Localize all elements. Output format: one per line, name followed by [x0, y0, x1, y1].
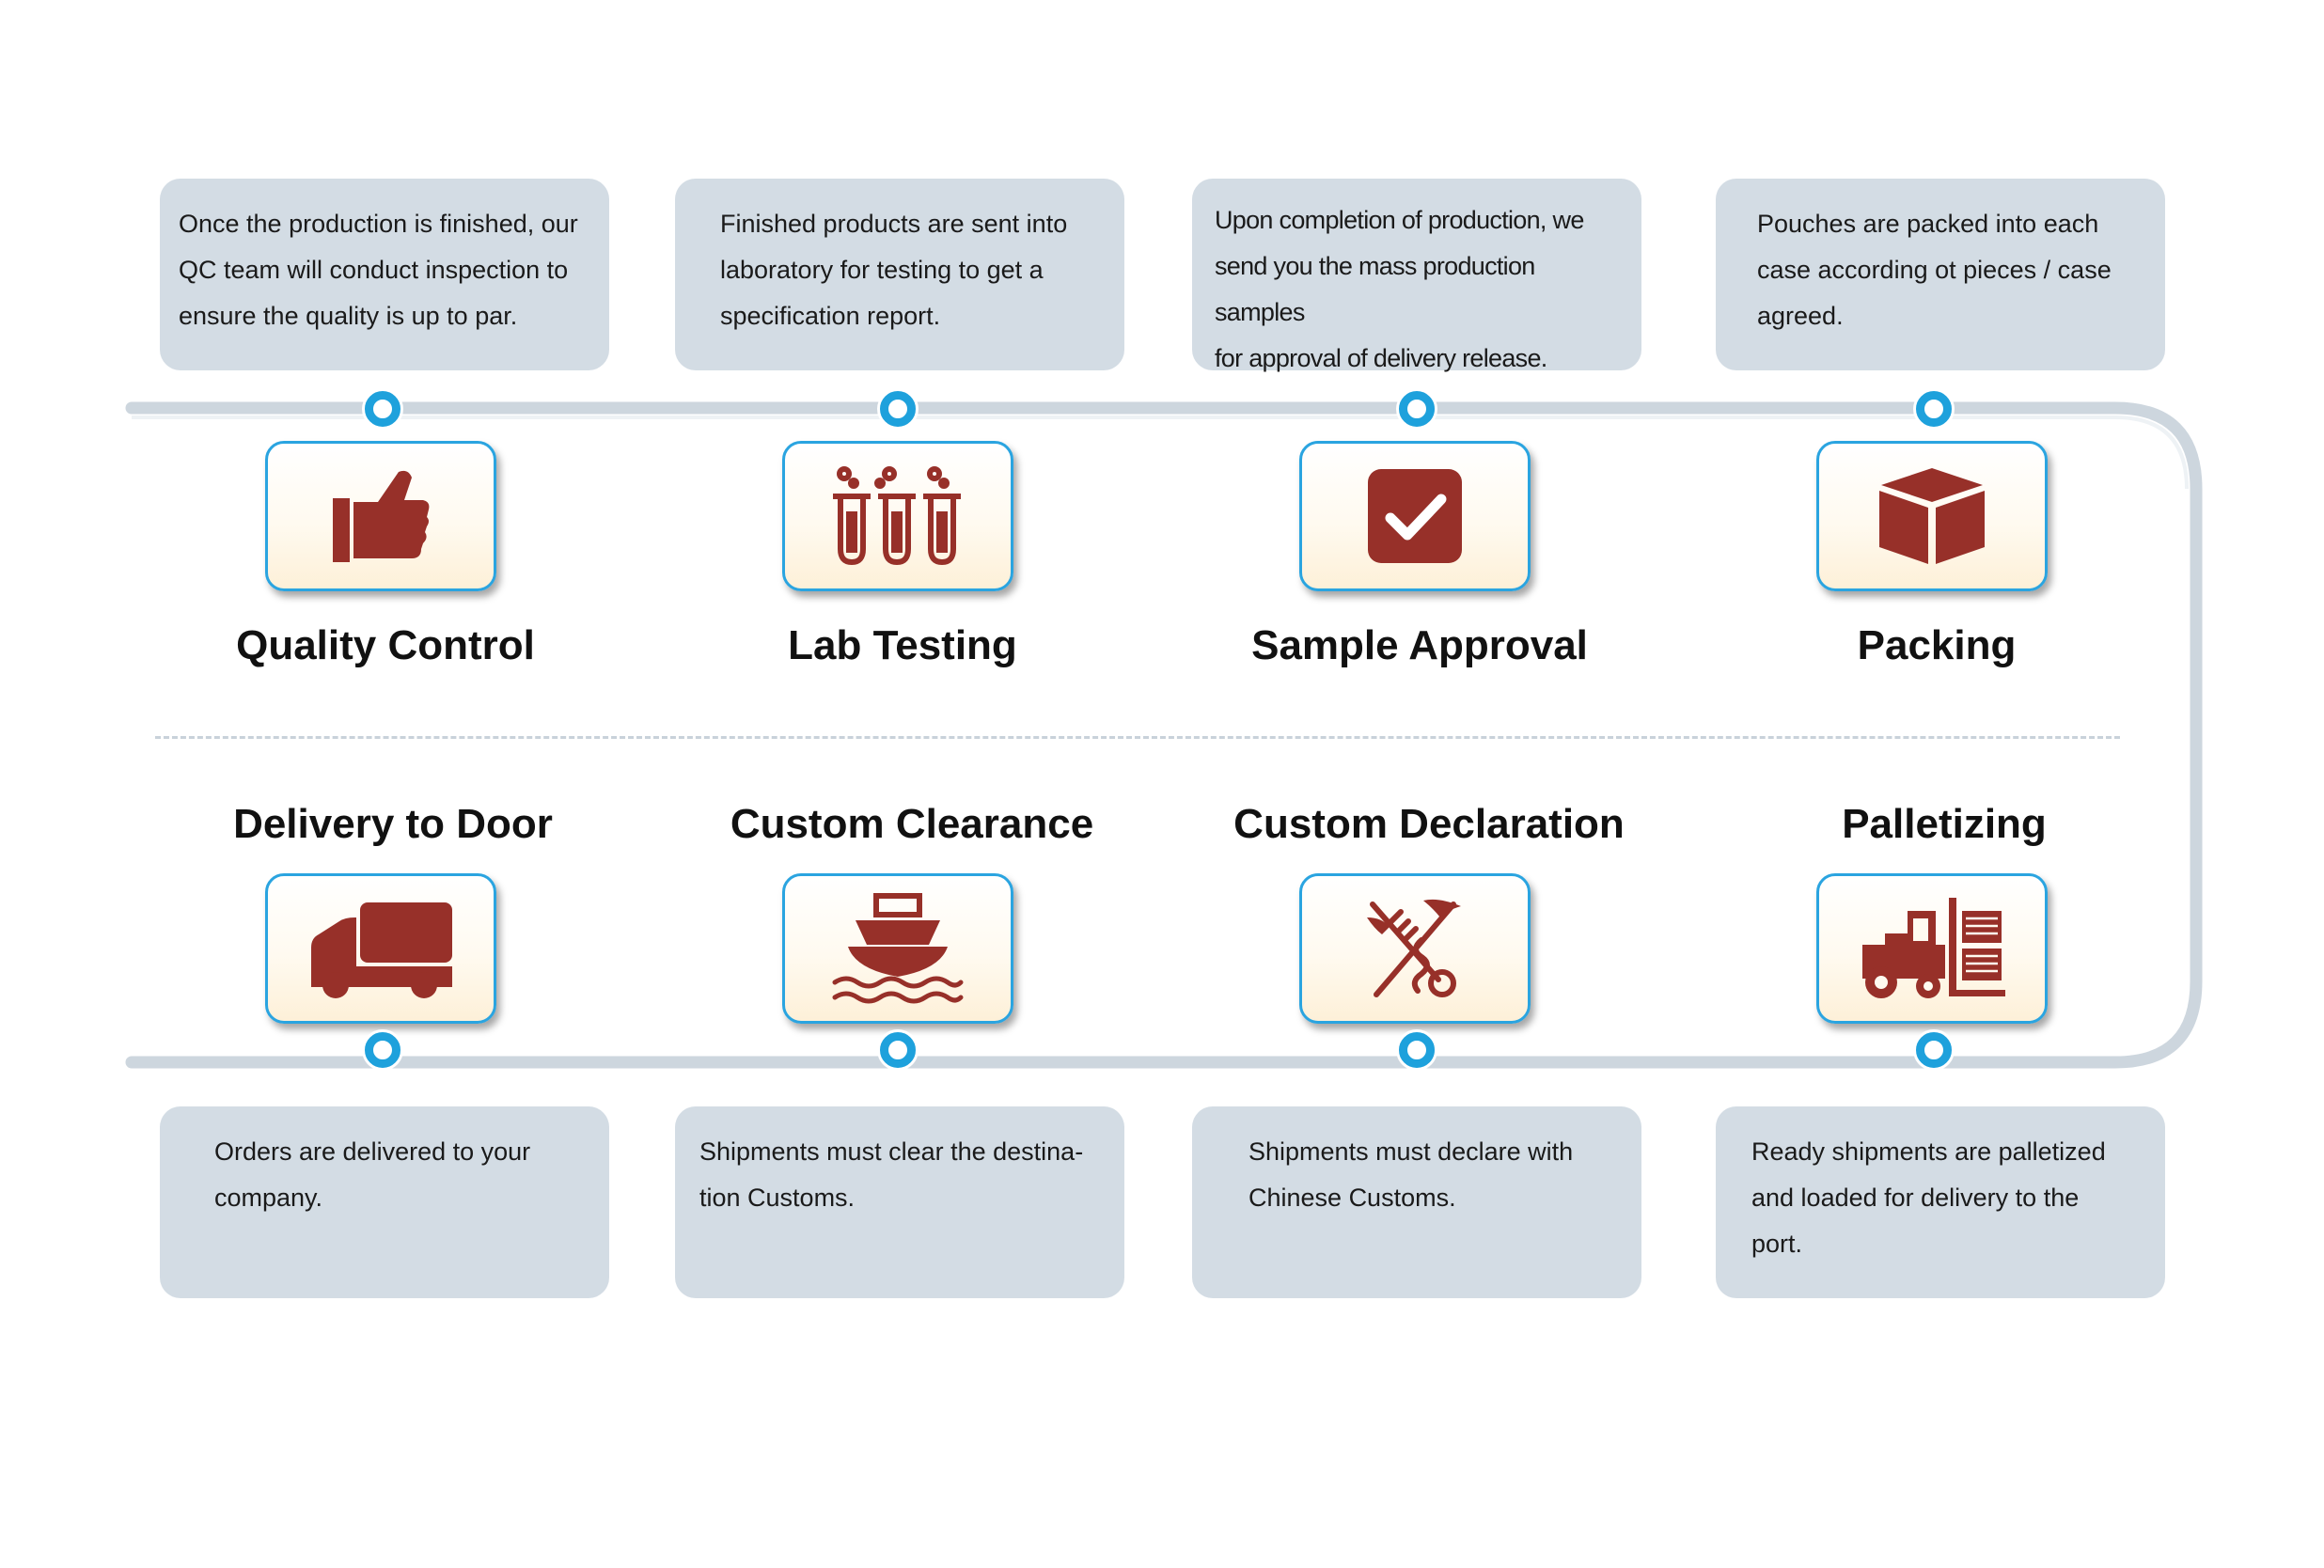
description-line: for approval of delivery release.	[1215, 344, 1547, 372]
forklift-icon	[1862, 898, 2005, 998]
step-label-custom-declaration: Custom Declaration	[1233, 801, 1625, 847]
description-line: QC team will conduct inspection to	[179, 256, 569, 284]
timeline-node	[1399, 1032, 1435, 1068]
step-label-sample-approval: Sample Approval	[1251, 622, 1588, 668]
description-line: ensure the quality is up to par.	[179, 302, 518, 330]
step-icon-card-sample-approval	[1299, 441, 1531, 591]
description-line: case according ot pieces / case	[1757, 256, 2112, 284]
step-description-custom-clearance: Shipments must clear the destina- tion C…	[675, 1106, 1124, 1298]
step-description-custom-declaration: Shipments must declare with Chinese Cust…	[1192, 1106, 1641, 1298]
step-icon-card-custom-clearance	[782, 873, 1013, 1024]
step-label-delivery-to-door: Delivery to Door	[233, 801, 553, 847]
row-divider	[155, 736, 2120, 739]
step-label-packing: Packing	[1857, 622, 2017, 668]
step-description-sample-approval: Upon completion of production, we send y…	[1192, 179, 1641, 372]
description-line: Shipments must declare with	[1248, 1137, 1574, 1166]
description-line: Shipments must clear the destina-	[699, 1137, 1084, 1166]
timeline-node	[365, 1032, 400, 1068]
description-line: Orders are delivered to your	[214, 1137, 531, 1166]
step-description-delivery-to-door: Orders are delivered to your company.	[160, 1106, 609, 1298]
step-icon-card-palletizing	[1816, 873, 2048, 1024]
step-description-palletizing: Ready shipments are palletized and loade…	[1716, 1106, 2165, 1298]
truck-icon	[311, 902, 452, 998]
description-line: Once the production is finished, our	[179, 210, 578, 238]
ship-icon	[832, 893, 964, 1004]
step-icon-card-delivery-to-door	[265, 873, 496, 1024]
step-label-custom-clearance: Custom Clearance	[730, 801, 1094, 847]
timeline-node	[365, 391, 400, 427]
step-label-quality-control: Quality Control	[236, 622, 535, 668]
description-line: Chinese Customs.	[1248, 1184, 1456, 1212]
description-line: laboratory for testing to get a	[720, 256, 1044, 284]
step-description-quality-control: Once the production is finished, our QC …	[160, 179, 609, 370]
description-line: specification report.	[720, 302, 941, 330]
description-line: tion Customs.	[699, 1184, 856, 1212]
checkbox-icon	[1368, 469, 1462, 563]
step-label-palletizing: Palletizing	[1842, 801, 2047, 847]
description-line: agreed.	[1757, 302, 1844, 330]
description-line: Ready shipments are palletized	[1751, 1137, 2106, 1166]
timeline-node	[1399, 391, 1435, 427]
description-line: Finished products are sent into	[720, 210, 1068, 238]
description-line: Upon completion of production, we	[1215, 206, 1584, 234]
step-icon-card-quality-control	[265, 441, 496, 591]
step-description-lab-testing: Finished products are sent into laborato…	[675, 179, 1124, 370]
description-line: send you the mass production samples	[1215, 252, 1535, 326]
step-icon-card-packing	[1816, 441, 2048, 591]
step-label-lab-testing: Lab Testing	[788, 622, 1017, 668]
description-line: and loaded for delivery to the	[1751, 1184, 2080, 1212]
timeline-node	[1916, 1032, 1952, 1068]
test-tubes-icon	[833, 466, 961, 566]
description-line: port.	[1751, 1230, 1803, 1258]
thumbs-up-icon	[333, 470, 430, 562]
box-icon	[1879, 468, 1985, 564]
timeline-node	[1916, 391, 1952, 427]
description-line: Pouches are packed into each	[1757, 210, 2099, 238]
description-line: company.	[214, 1184, 323, 1212]
step-icon-card-lab-testing	[782, 441, 1013, 591]
step-description-packing: Pouches are packed into each case accord…	[1716, 179, 2165, 370]
step-icon-card-custom-declaration	[1299, 873, 1531, 1024]
customs-emblem-icon	[1367, 899, 1461, 997]
timeline-node	[880, 1032, 916, 1068]
timeline-node	[880, 391, 916, 427]
